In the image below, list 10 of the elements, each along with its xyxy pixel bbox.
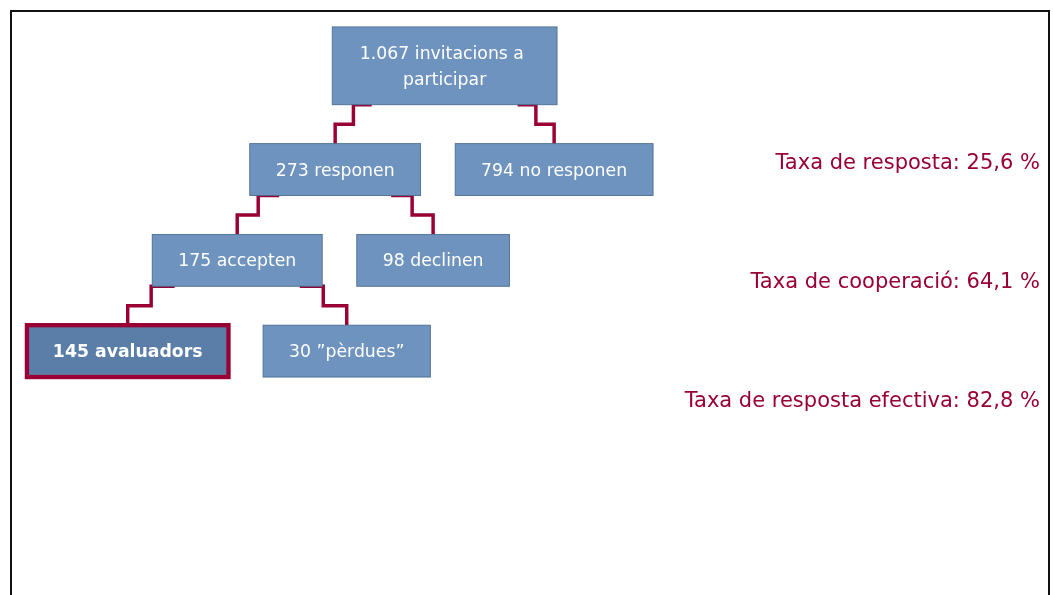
rate-note: Taxa de cooperació: 64,1 %	[750, 269, 1040, 293]
rate-note: Taxa de resposta efectiva: 82,8 %	[684, 388, 1040, 412]
node-box: 30 ”pèrdues”	[262, 324, 431, 378]
node-box: 273 responen	[249, 143, 422, 196]
rate-note: Taxa de resposta: 25,6 %	[775, 150, 1040, 174]
node-box: 1.067 invitacions a participar	[331, 26, 558, 106]
node-box: 794 no responen	[454, 143, 654, 196]
node-box: 175 accepten	[151, 233, 323, 287]
node-box: 145 avaluadors	[24, 323, 231, 380]
node-box: 98 declinen	[356, 233, 510, 287]
